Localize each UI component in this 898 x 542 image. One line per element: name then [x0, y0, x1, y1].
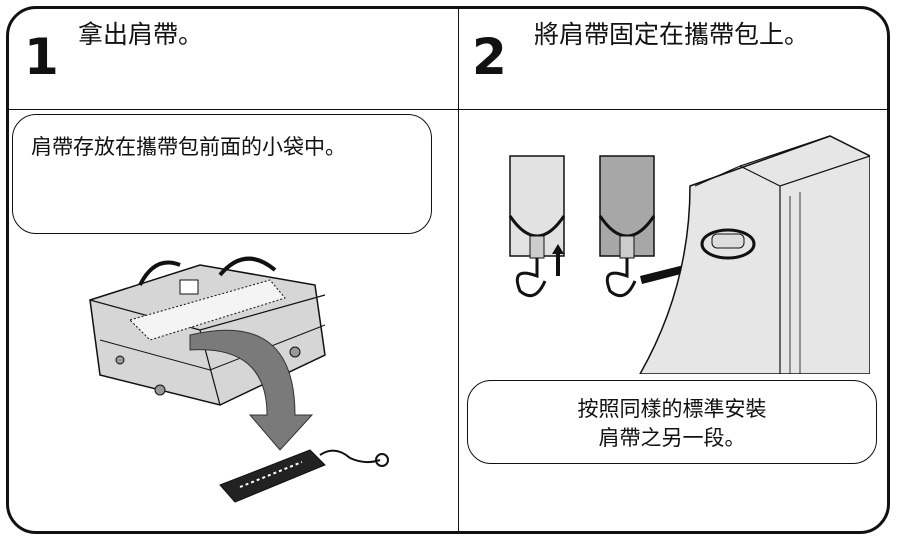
bag-illustration [89, 256, 389, 503]
instruction-panel [6, 6, 890, 534]
step-1-number: 1 [24, 28, 59, 86]
column-divider [458, 9, 459, 531]
clip-illustration [508, 135, 870, 374]
header-divider [9, 109, 887, 110]
step-1-caption-box: 肩帶存放在攜帶包前面的小袋中。 [12, 114, 432, 234]
step-2-number: 2 [472, 28, 507, 86]
step-1-caption: 肩帶存放在攜帶包前面的小袋中。 [31, 135, 346, 159]
step-2-caption-line-1: 按照同樣的標準安裝 [577, 397, 767, 421]
step-2-caption-box: 按照同樣的標準安裝 肩帶之另一段。 [467, 380, 877, 464]
step-1-title: 拿出肩帶。 [78, 20, 204, 49]
step-2-caption-line-2: 肩帶之另一段。 [598, 426, 746, 450]
step-2-title: 將肩帶固定在攜帶包上。 [534, 20, 810, 49]
